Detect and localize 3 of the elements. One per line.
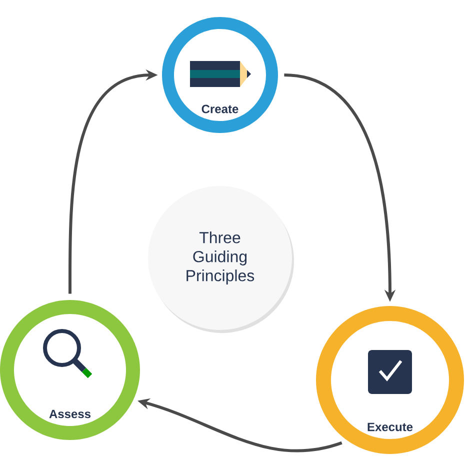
stage-label: Execute [368, 422, 413, 432]
stage-label: Create [202, 104, 238, 114]
stage-label: Assess [49, 410, 90, 418]
